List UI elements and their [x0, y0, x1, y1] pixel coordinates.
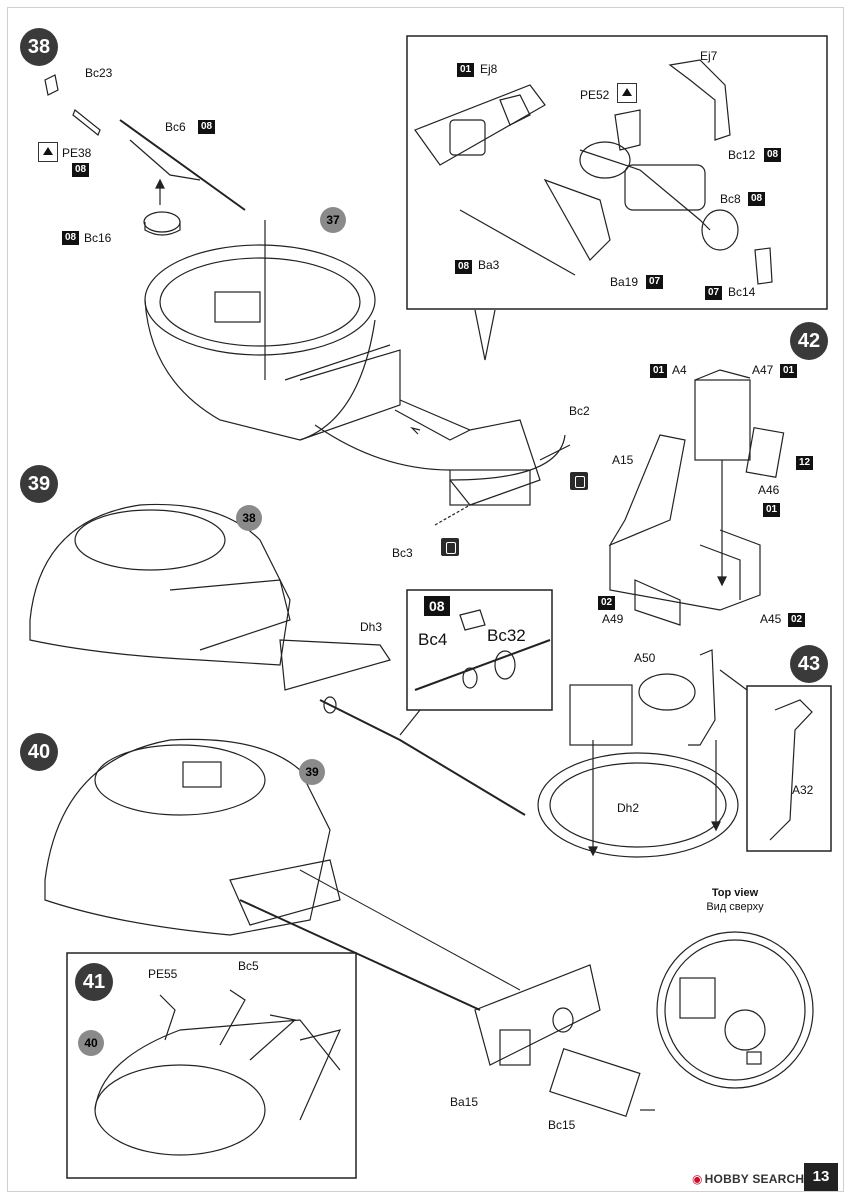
detail-box-38	[406, 35, 828, 310]
ref-40: 40	[78, 1030, 104, 1056]
ref-39: 39	[299, 759, 325, 785]
top-view-drawing	[656, 931, 814, 1089]
tag-08-detail: 08	[424, 596, 450, 616]
turret-41-drawing	[94, 989, 342, 1156]
tag-07-bc14: 07	[705, 286, 723, 300]
tag-08-bc16: 08	[62, 231, 80, 245]
brand-logo-icon: ◉	[692, 1172, 703, 1186]
label-bc23: Bc23	[85, 66, 113, 80]
label-bc6: Bc6	[165, 120, 186, 134]
label-a47: A47	[752, 363, 774, 377]
detail-box-39	[406, 589, 553, 711]
footer-watermark: ◉HOBBY SEARCH	[692, 1172, 804, 1186]
label-pe52: PE52	[580, 88, 610, 102]
label-a32: A32	[792, 783, 814, 797]
tag-02-a45: 02	[788, 613, 806, 627]
label-bc3: Bc3	[392, 546, 413, 560]
tag-01-a47: 01	[780, 364, 798, 378]
label-a49: A49	[602, 612, 624, 626]
top-view-caption: Top view Вид сверху	[695, 886, 775, 914]
photo-etch-icon-2	[617, 83, 637, 103]
label-pe55: PE55	[148, 967, 178, 981]
ref-38: 38	[236, 505, 262, 531]
page-border	[7, 7, 844, 1192]
label-ba15: Ba15	[450, 1095, 479, 1109]
label-a45: A45	[760, 612, 782, 626]
turret-39-drawing	[29, 503, 526, 816]
label-bc14: Bc14	[728, 285, 756, 299]
ref-37: 37	[320, 207, 346, 233]
tag-08-bc6: 08	[198, 120, 216, 134]
turret-37-drawing	[144, 244, 401, 441]
label-a50: A50	[634, 651, 656, 665]
assembly-43	[537, 649, 832, 858]
step-number-42: 42	[790, 322, 828, 360]
label-ba19: Ba19	[610, 275, 639, 289]
label-a4: A4	[672, 363, 687, 377]
no-glue-icon	[570, 472, 588, 490]
gun-cradle-38	[264, 220, 571, 526]
label-dh2: Dh2	[617, 801, 640, 815]
label-bc15: Bc15	[548, 1118, 576, 1132]
tag-01-ej8: 01	[457, 63, 475, 77]
step-number-39: 39	[20, 465, 58, 503]
tag-12-a46: 12	[796, 456, 814, 470]
tag-01-a4: 01	[650, 364, 668, 378]
label-a15: A15	[612, 453, 634, 467]
tag-08-bc12: 08	[764, 148, 782, 162]
no-glue-icon-2	[441, 538, 459, 556]
label-bc5: Bc5	[238, 959, 259, 973]
turret-40-drawing	[44, 738, 655, 1117]
label-bc2: Bc2	[569, 404, 590, 418]
detail-box-41	[66, 952, 357, 1179]
assembly-42	[608, 369, 785, 626]
breech-detail	[414, 59, 773, 285]
step-number-40: 40	[20, 733, 58, 771]
label-bc4: Bc4	[418, 630, 448, 649]
step-number-41: 41	[75, 963, 113, 1001]
label-bc12: Bc12	[728, 148, 756, 162]
label-bc8: Bc8	[720, 192, 741, 206]
label-bc16: Bc16	[84, 231, 112, 245]
tag-02-a49: 02	[598, 596, 616, 610]
label-ej7: Ej7	[700, 49, 718, 63]
label-ba3: Ba3	[478, 258, 500, 272]
label-bc32: Bc32	[487, 626, 526, 645]
top-view-en: Top view	[711, 887, 759, 899]
label-a46: A46	[758, 483, 780, 497]
footer-brand: HOBBY SEARCH	[704, 1172, 805, 1186]
tag-01-a46: 01	[763, 503, 781, 517]
step-number-38: 38	[20, 28, 58, 66]
tag-08-pe38: 08	[72, 163, 90, 177]
page-number: 13	[804, 1163, 838, 1191]
label-dh3: Dh3	[360, 620, 383, 634]
tag-07-ba19: 07	[646, 275, 664, 289]
gun-assembly-38	[44, 74, 246, 236]
top-view-ru: Вид сверху	[706, 901, 764, 913]
label-pe38: PE38	[62, 146, 92, 160]
tag-08-bc8: 08	[748, 192, 766, 206]
step-number-43: 43	[790, 645, 828, 683]
label-ej8: Ej8	[480, 62, 498, 76]
tag-08-ba3: 08	[455, 260, 473, 274]
photo-etch-icon	[38, 142, 58, 162]
